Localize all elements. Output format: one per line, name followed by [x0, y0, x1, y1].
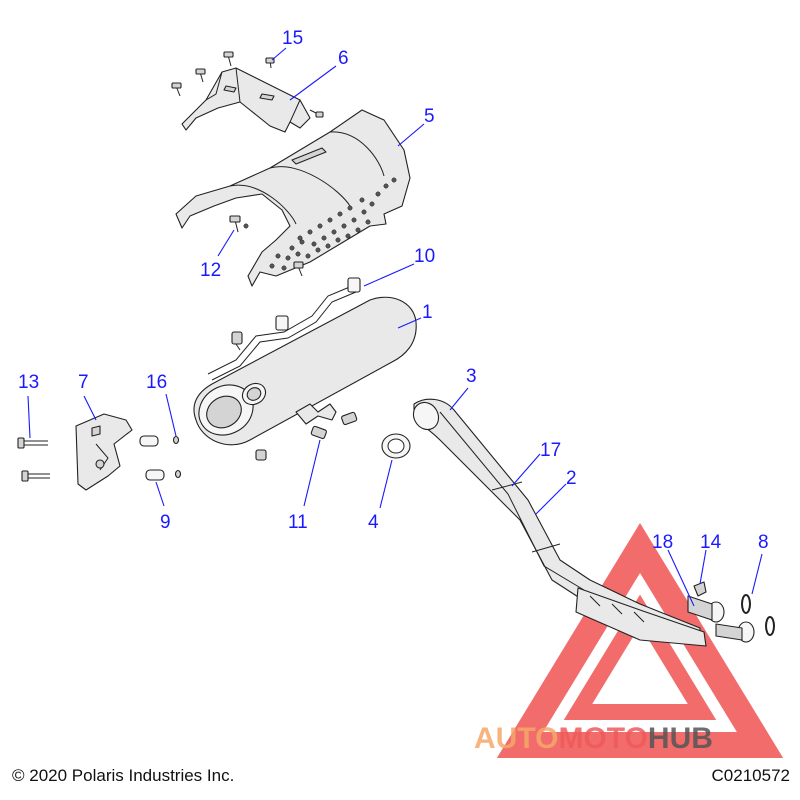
- callout-11: 11: [288, 512, 308, 533]
- o-rings: [741, 594, 775, 636]
- callout-14: 14: [700, 532, 722, 553]
- callout-4: 4: [368, 512, 379, 533]
- spacers: [139, 435, 182, 481]
- copyright-notice: © 2020 Polaris Industries Inc.: [12, 766, 235, 785]
- callout-17: 17: [540, 440, 561, 461]
- screw-small-top: [171, 51, 324, 118]
- head-pipe: [412, 398, 755, 647]
- muffler-studs: [231, 331, 358, 461]
- callout-16: 16: [146, 372, 167, 393]
- heat-shield: [175, 109, 411, 287]
- gasket: [381, 433, 411, 459]
- callout-13: 13: [18, 372, 39, 393]
- mounting-bracket: [75, 413, 133, 491]
- callout-5: 5: [424, 106, 435, 127]
- callout-9: 9: [160, 512, 171, 533]
- callout-12: 12: [200, 260, 221, 281]
- callout-6: 6: [338, 48, 349, 69]
- leader-lines: [27, 47, 763, 607]
- callout-2: 2: [566, 468, 577, 489]
- watermark-text: AUTOMOTOHUB: [474, 722, 713, 755]
- callout-8: 8: [758, 532, 769, 553]
- screw-12: [229, 215, 304, 277]
- bracket-bolts: [17, 437, 50, 482]
- clip-14: [693, 581, 707, 597]
- callout-7: 7: [78, 372, 89, 393]
- watermark-triangle: [496, 523, 784, 758]
- callout-15: 15: [282, 28, 303, 49]
- callout-10: 10: [414, 246, 435, 267]
- diagram-code: C0210572: [711, 766, 790, 785]
- callouts: 1 2 3 4 5 6 7 8 9 10 11 12 13 14 15 16 1…: [18, 28, 769, 553]
- callout-3: 3: [466, 366, 477, 387]
- callout-18: 18: [652, 532, 673, 553]
- heat-shield-bracket: [181, 67, 311, 133]
- callout-1: 1: [422, 302, 433, 323]
- muffler: [193, 277, 417, 446]
